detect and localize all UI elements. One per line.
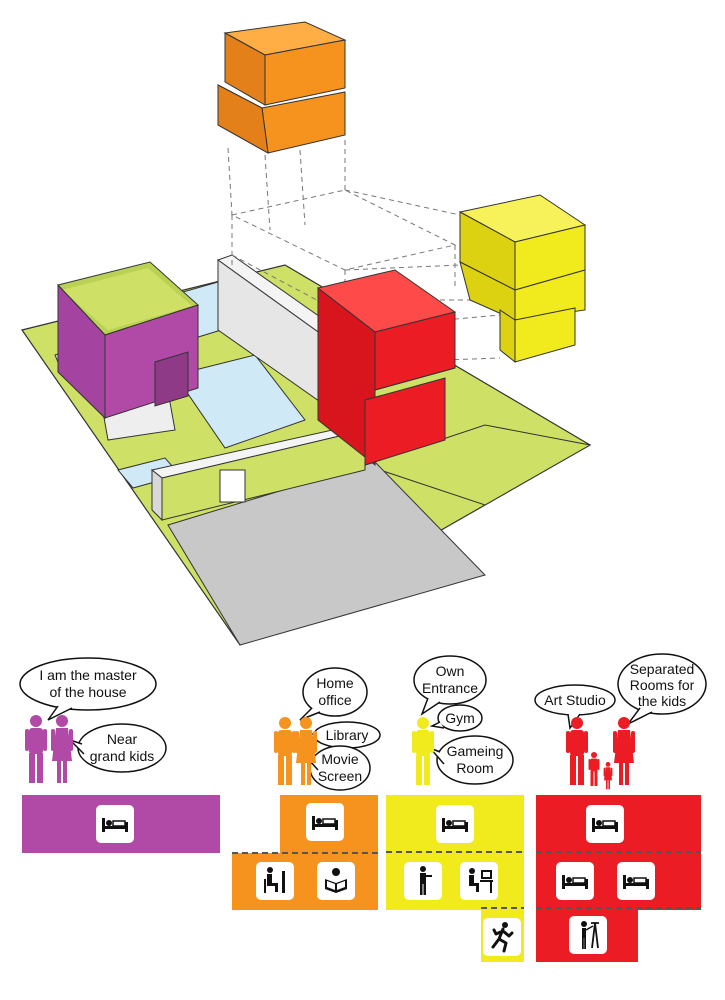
speech-bubbles: I am the master of the house Near grand … — [19, 653, 707, 791]
person-orange-man — [274, 717, 296, 785]
bubble-own-entrance-line2: Entrance — [422, 680, 478, 696]
person-purple-woman — [51, 715, 73, 783]
bubble-art-studio: Art Studio — [534, 684, 616, 730]
bubble-gaming: Gameing Room — [429, 735, 514, 785]
bubble-gaming-line1: Gameing — [447, 743, 504, 759]
bubble-separated-line3: the kids — [638, 693, 686, 709]
bubble-gaming-line2: Room — [456, 760, 493, 776]
program-blocks — [22, 795, 701, 962]
person-purple-man — [25, 715, 47, 783]
red-block — [316, 269, 457, 467]
bubble-grandkids-line1: Near — [107, 731, 138, 747]
ghost-outlines — [227, 140, 501, 361]
bubble-separated-line1: Separated — [630, 661, 695, 677]
bubble-gym-text: Gym — [445, 710, 475, 726]
yellow-block — [458, 194, 587, 364]
bubble-home-office-line1: Home — [316, 675, 354, 691]
bubble-movie-line2: Screen — [318, 768, 362, 784]
bubble-gym: Gym — [429, 704, 483, 732]
bubble-grandkids: Near grand kids — [69, 723, 167, 773]
bubble-master-line1: I am the master — [39, 667, 137, 683]
bubble-library-text: Library — [326, 727, 369, 743]
bubble-home-office: Home office — [299, 667, 368, 721]
bubble-master: I am the master of the house — [19, 657, 157, 721]
pool-lower — [174, 354, 306, 449]
person-red-child1 — [588, 752, 600, 786]
bubble-movie-line1: Movie — [321, 751, 359, 767]
bubble-home-office-line2: office — [318, 692, 351, 708]
bubble-movie: Movie Screen — [301, 745, 371, 791]
bubble-own-entrance: Own Entrance — [413, 655, 487, 716]
bubble-art-studio-text: Art Studio — [544, 692, 606, 708]
bubble-separated-line2: Rooms for — [630, 677, 695, 693]
orange-program-lower — [232, 853, 378, 910]
bubble-grandkids-line2: grand kids — [90, 748, 155, 764]
orange-block — [217, 21, 347, 154]
person-red-child2 — [603, 762, 613, 790]
bubble-own-entrance-line1: Own — [436, 663, 465, 679]
bubble-separated: Separated Rooms for the kids — [617, 653, 707, 725]
gate — [219, 469, 246, 503]
isometric-house — [21, 21, 592, 646]
person-red-woman — [613, 717, 635, 785]
bubble-master-line2: of the house — [49, 684, 126, 700]
person-yellow — [412, 717, 434, 785]
purple-master-block — [57, 261, 199, 441]
